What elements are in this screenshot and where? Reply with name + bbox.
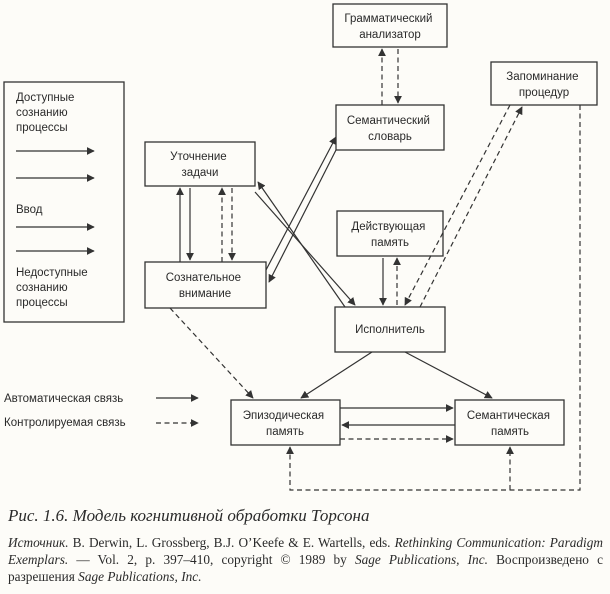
node-grammar: Грамматический анализатор	[332, 3, 448, 48]
node-episodic-memory: Эпизодическая память	[230, 399, 341, 446]
link-attention-to-semdict	[265, 136, 337, 271]
link-executor-to-procedures	[419, 106, 523, 308]
source-publisher: Sage Publications, Inc.	[354, 552, 488, 567]
node-semantic-memory: Семантическая память	[454, 399, 565, 446]
node-executor: Исполнитель	[334, 306, 446, 353]
connections	[169, 48, 581, 491]
svg-text:Эпизодическая память: Эпизодическая память	[243, 410, 328, 438]
link-executor-to-episodic	[300, 351, 373, 399]
node-semantic-dictionary: Семантический словарь	[335, 104, 445, 151]
source-label: Источник.	[8, 535, 69, 550]
legend-frame	[3, 81, 125, 323]
svg-text:Сознательное внимание: Сознательное внимание	[166, 272, 245, 300]
link-executor-to-semantic	[404, 351, 493, 399]
link-legend: Автоматическая связь Контролируемая связ…	[4, 393, 199, 429]
legend-conscious-label: Доступные сознанию процессы	[16, 92, 78, 134]
figure-caption: Рис. 1.6. Модель когнитивной обработки Т…	[8, 506, 370, 525]
source-book: Rethinking Communication: Paradigm Exemp…	[8, 535, 603, 567]
node-working-memory: Действующая память	[336, 210, 444, 257]
source-details: — Vol. 2, p. 397–410, copyright © 1989 b…	[76, 552, 347, 567]
legend-automatic-label: Автоматическая связь	[4, 393, 123, 405]
legend-box: Доступные сознанию процессы Ввод Недосту…	[3, 81, 125, 323]
legend-unconscious-label: Недоступные сознанию процессы	[16, 267, 91, 309]
svg-text:Действующая память: Действующая память	[351, 221, 428, 249]
svg-text:Семантическая память: Семантическая память	[467, 410, 553, 438]
svg-text:Грамматический анализато: Грамматический анализатор	[344, 13, 435, 41]
node-task-refinement: Уточнение задачи	[144, 141, 256, 187]
legend-input-label: Ввод	[16, 204, 43, 216]
source-reprint: Воспроизведено с разрешения	[8, 552, 603, 584]
link-executor-to-task	[257, 181, 346, 308]
source-publisher-2: Sage Publications, Inc.	[78, 569, 202, 584]
svg-text:Семантический словарь: Семантический словарь	[347, 115, 433, 143]
svg-text:Уточнение задачи: Уточнение задачи	[170, 151, 230, 179]
source-authors: B. Derwin, L. Grossberg, B.J. O’Keefe & …	[72, 535, 391, 550]
svg-text:Исполнитель: Исполнитель	[355, 324, 425, 336]
legend-controlled-label: Контролируемая связь	[4, 417, 126, 429]
figure-source: Источник. B. Derwin, L. Grossberg, B.J. …	[8, 534, 603, 585]
link-procedures-loop-episodic	[286, 105, 581, 491]
link-attention-to-episodic	[169, 307, 254, 399]
node-procedures: Запоминание процедур	[490, 61, 598, 106]
node-conscious-attention: Сознательное внимание	[144, 261, 267, 309]
link-semdict-to-attention	[268, 149, 337, 283]
link-procedures-to-executor	[404, 104, 511, 306]
cognitive-processing-diagram: Доступные сознанию процессы Ввод Недосту…	[3, 3, 598, 491]
svg-text:Запоминание процедур: Запоминание процедур	[506, 71, 581, 99]
